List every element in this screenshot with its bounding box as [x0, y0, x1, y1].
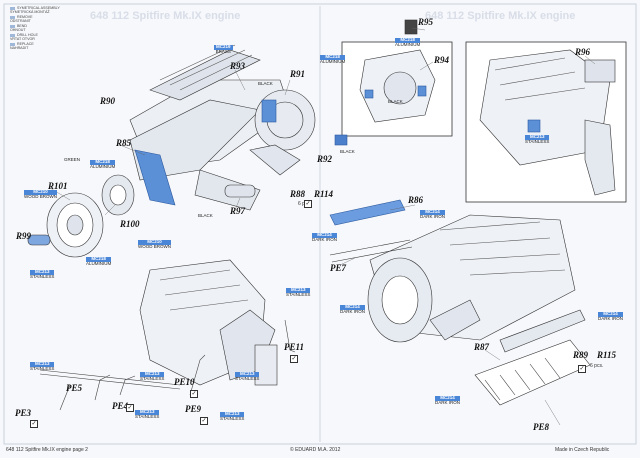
step-checkbox: ✓: [30, 420, 38, 428]
sheet-title-left: 648 112 Spitfire Mk.IX engine: [90, 10, 241, 22]
part-label-r99: R99: [16, 231, 32, 241]
paint-callout-black: BLACK: [388, 99, 403, 104]
footer-right: Made in Czech Republic: [555, 447, 610, 453]
part-label-pe4: PE4: [112, 401, 129, 411]
legend-row: SYMETRICAL ASSEMBLY: [10, 6, 72, 10]
part-label-r96: R96: [575, 47, 591, 57]
part-label-r85: R85: [116, 138, 132, 148]
engine-bottom-right: [329, 199, 591, 406]
step-checkbox: ✓: [190, 390, 198, 398]
legend-row: REMOVE: [10, 15, 72, 19]
paint-callout-black: BLACK: [198, 213, 213, 218]
blue-manifold-r86: [329, 199, 406, 226]
step-checkbox: ✓: [304, 200, 312, 208]
legend-bend-icon: [10, 24, 15, 28]
step-checkbox: ✓: [578, 365, 586, 373]
paint-callout-green: GREEN: [64, 157, 81, 162]
footer-center: © EDUARD M.A. 2012: [290, 447, 341, 453]
engine-top-left: [129, 44, 348, 211]
part-label-pe7: PE7: [330, 263, 347, 273]
part-label-r89: R89: [573, 350, 589, 360]
engine-top-right: [479, 49, 616, 196]
legend-symbol-icon: [10, 6, 15, 10]
part-label-pe3: PE3: [15, 408, 32, 418]
part-label-pe8: PE8: [533, 422, 550, 432]
footer-left: 648 112 Spitfire Mk.IX engine page 2: [6, 447, 88, 453]
inset-r94-content: [359, 19, 436, 123]
legend-row: BEND: [10, 24, 72, 28]
part-label-r93: R93: [230, 61, 246, 71]
part-label-pe5: PE5: [66, 383, 83, 393]
step-checkbox: ✓: [126, 404, 134, 412]
part-label-r97: R97: [230, 206, 246, 216]
part-label-r95: R95: [418, 17, 434, 27]
part-label-r94: R94: [434, 55, 450, 65]
legend-row: OHNOUT: [10, 28, 26, 33]
legend-row: NAHRADIT: [10, 46, 29, 51]
symbol-legend: SYMETRICAL ASSEMBLY SYMETRICKÁ MONTÁŽ RE…: [10, 6, 72, 51]
gear-r101: [27, 174, 135, 258]
part-qty-r115: 6 pcs.: [590, 363, 604, 369]
part-label-r87: R87: [474, 342, 490, 352]
legend-replace-icon: [10, 42, 15, 46]
step-checkbox: ✓: [200, 417, 208, 425]
engine-bottom-left: [39, 259, 296, 411]
legend-remove-icon: [10, 15, 15, 19]
step-checkbox: ✓: [290, 355, 298, 363]
legend-row: ODSTRANIT: [10, 19, 31, 24]
legend-row: REPLACE: [10, 42, 72, 46]
part-label-pe11: PE11: [284, 342, 305, 352]
part-label-r90: R90: [100, 96, 116, 106]
part-label-pe9: PE9: [185, 404, 202, 414]
part-label-r115: R115: [597, 350, 617, 360]
sheet-title-right: 648 112 Spitfire Mk.IX engine: [425, 10, 576, 22]
legend-drill-icon: [10, 33, 15, 37]
legend-row: DRILL HOLE: [10, 33, 72, 37]
paint-callout-black: BLACK: [258, 81, 273, 86]
part-label-r114: R114: [314, 189, 334, 199]
legend-row: SYMETRICKÁ MONTÁŽ: [10, 10, 50, 15]
part-label-pe10: PE10: [174, 377, 195, 387]
part-label-r92: R92: [317, 154, 333, 164]
part-label-r88: R88: [290, 189, 306, 199]
blue-panel-engine: [134, 149, 176, 206]
part-label-r91: R91: [290, 69, 306, 79]
part-label-r86: R86: [408, 195, 424, 205]
sheet-footer: 648 112 Spitfire Mk.IX engine page 2 © E…: [0, 444, 640, 458]
part-label-r101: R101: [48, 181, 68, 191]
legend-row: VRTAT OTVOR: [10, 37, 35, 42]
paint-callout-black: BLACK: [340, 149, 355, 154]
part-label-r100: R100: [120, 219, 140, 229]
